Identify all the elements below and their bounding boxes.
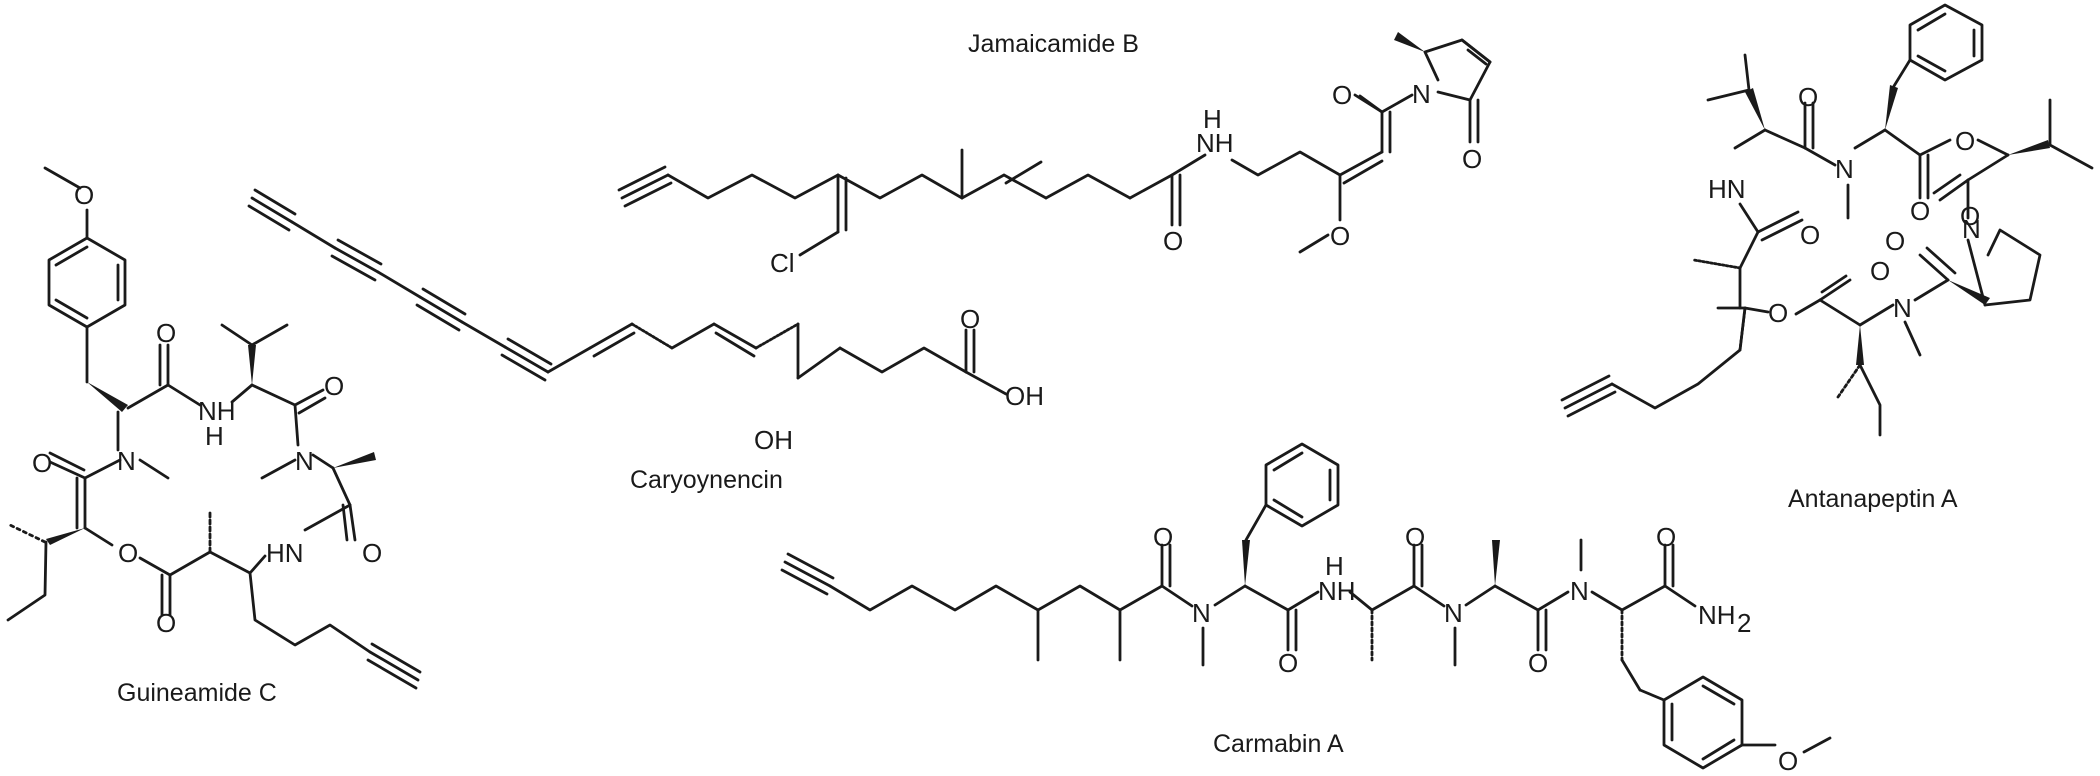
atom-subscript-2: 2 [1737, 608, 1751, 638]
atom-n: N [1570, 576, 1589, 606]
atom-n: N [117, 446, 136, 476]
atom-oh: OH [754, 425, 793, 455]
atom-nh: NH [198, 396, 236, 426]
guineamide-c-structure: O O NH H O N O HN O [6, 166, 422, 707]
atom-o: O [1528, 648, 1548, 678]
atom-o: O [1462, 144, 1482, 174]
carmabin-a-structure: O N O NH H O N O N [780, 442, 1832, 776]
atom-o: O [1332, 80, 1352, 110]
atom-o: O [1768, 298, 1788, 328]
atom-o: O [1405, 522, 1425, 552]
atom-n: N [295, 446, 314, 476]
atom-n: N [1412, 79, 1431, 109]
atom-h: H [1325, 551, 1344, 581]
atom-h: H [205, 421, 224, 451]
atom-o: O [324, 371, 344, 401]
atom-o: O [1955, 126, 1975, 156]
atom-o: O [1153, 522, 1173, 552]
compound-name-guineamide-c: Guineamide C [117, 679, 277, 707]
atom-o: O [156, 318, 176, 348]
atom-o: O [74, 180, 94, 210]
atom-h: H [1203, 104, 1222, 134]
atom-o: O [1330, 221, 1350, 251]
compound-name-caryoynencin: Caryoynencin [630, 466, 783, 494]
atom-cl: Cl [770, 248, 795, 278]
atom-o: O [1656, 522, 1676, 552]
atom-o: O [32, 448, 52, 478]
atom-hn: HN [1708, 174, 1746, 204]
atom-hn: HN [266, 538, 304, 568]
atom-n: N [1962, 214, 1981, 244]
atom-n: N [1893, 293, 1912, 323]
atom-o: O [960, 304, 980, 334]
atom-n: N [1835, 154, 1854, 184]
compound-name-carmabin-a: Carmabin A [1213, 730, 1344, 758]
atom-n: N [1444, 598, 1463, 628]
compound-name-antanapeptin-a: Antanapeptin A [1788, 485, 1958, 513]
atom-o: O [1960, 201, 1980, 231]
atom-n: N [1192, 598, 1211, 628]
atom-o: O [1885, 226, 1905, 256]
atom-o: O [1163, 226, 1183, 256]
antanapeptin-a-structure: O O N O N O O O N [1560, 3, 2094, 513]
atom-o: O [1278, 648, 1298, 678]
atom-nh2: NH [1698, 600, 1736, 630]
atom-o: O [1870, 256, 1890, 286]
atom-nh: NH [1196, 128, 1234, 158]
atom-o: O [156, 608, 176, 638]
atom-oh: OH [1005, 381, 1044, 411]
atom-o: O [1798, 82, 1818, 112]
atom-o: O [1800, 220, 1820, 250]
atom-o: O [1778, 746, 1798, 776]
caryoynencin-structure: OH O OH Caryoynencin [247, 188, 1044, 494]
jamaicamide-b-structure: Cl O NH H O O N O Jamaicamide B [617, 30, 1492, 278]
compound-name-jamaicamide-b: Jamaicamide B [968, 30, 1139, 58]
atom-o: O [1910, 196, 1930, 226]
atom-o: O [362, 538, 382, 568]
atom-o: O [118, 538, 138, 568]
